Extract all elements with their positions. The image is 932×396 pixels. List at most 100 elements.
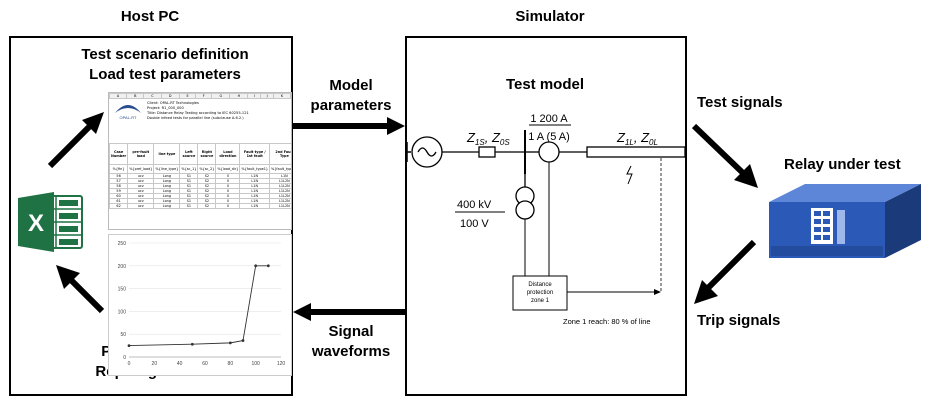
sheet-col-letter: E bbox=[178, 93, 197, 99]
sheet-cell: pre-fault load bbox=[127, 143, 155, 165]
sheet-col-letter: F bbox=[195, 93, 213, 99]
chart-point bbox=[266, 264, 270, 268]
chart-x-tick: 0 bbox=[128, 361, 131, 367]
chart-y-tick: 150 bbox=[118, 287, 127, 293]
model-text: Model bbox=[329, 77, 373, 94]
sheet-cell: %{pref_load} bbox=[127, 164, 155, 174]
sheet-title-2: Double infeed tests for parallel line (s… bbox=[147, 116, 244, 120]
model-parameters-arrow bbox=[293, 117, 405, 135]
signal-text: Signal bbox=[328, 323, 374, 340]
sheet-title: Title: Distance Relay Testing according … bbox=[147, 111, 249, 115]
chart-y-tick: 100 bbox=[118, 309, 127, 315]
source-impedance bbox=[478, 146, 496, 158]
z-source-label: Z1S, Z0S bbox=[466, 130, 510, 147]
sheet-cell: Case Number bbox=[109, 143, 129, 165]
sheet-col-letter: C bbox=[143, 93, 162, 99]
model-parameters-label: Model parameters bbox=[298, 76, 404, 116]
ct-rating-top: 1 200 A bbox=[530, 113, 568, 125]
fault-icon bbox=[626, 165, 633, 185]
chart-series-line bbox=[128, 265, 269, 347]
sheet-cell: Load direction bbox=[215, 143, 241, 165]
chart-y-tick: 250 bbox=[118, 241, 127, 247]
test-signals-arrow bbox=[691, 123, 758, 188]
sheet-cell: 62 bbox=[109, 203, 129, 209]
simulator-box bbox=[405, 36, 687, 396]
signal-waveforms-arrow bbox=[293, 303, 405, 321]
sheet-row: 57ucvLongS1S20L1NL1L2N0.010.0 % bbox=[109, 178, 291, 184]
sheet-cell: Left source bbox=[179, 143, 199, 165]
distance-protection-box bbox=[512, 275, 568, 311]
sheet-cell: %{fin} bbox=[109, 164, 129, 174]
chart-x-tick: 60 bbox=[202, 361, 208, 367]
sheet-cell: Fault type / 1st fault bbox=[239, 143, 271, 165]
sheet-col-letter: J bbox=[260, 93, 275, 99]
svg-text:X: X bbox=[28, 210, 44, 237]
sheet-col-letter: H bbox=[229, 93, 249, 99]
circuit-diagram: Z1S, Z0S 1 200 A 1 A (5 A) Z1L, Z0L 400 … bbox=[406, 113, 686, 326]
chart-x-tick: 40 bbox=[177, 361, 183, 367]
sheet-row: 61ucvLongS1S20L1NL1L2N0.0570.0 % bbox=[109, 198, 291, 204]
test-scenario-text: Test scenario definition bbox=[81, 46, 249, 63]
waveforms-text: waveforms bbox=[311, 343, 391, 360]
sheet-cell: Long bbox=[153, 203, 181, 209]
chart-point bbox=[127, 344, 131, 347]
sheet-cell: ucv bbox=[127, 203, 155, 209]
vt-rating-top: 400 kV bbox=[457, 199, 492, 211]
host-pc-title: Host PC bbox=[120, 8, 180, 25]
to-sheet-arrow bbox=[47, 112, 104, 169]
sheet-cell: L1L2N bbox=[269, 203, 291, 209]
sheet-cell: Right source bbox=[197, 143, 217, 165]
sheet-cell: %{load_dir} bbox=[215, 164, 241, 174]
scenario-title: Test scenario definition Load test param… bbox=[40, 45, 290, 85]
chart-y-tick: 0 bbox=[123, 355, 126, 361]
sheet-row: 56ucvLongS1S20L1NL1N0.010.0 % bbox=[109, 173, 291, 179]
sheet-cell: S1 bbox=[179, 203, 199, 209]
relay-box-line3: zone 1 bbox=[531, 298, 550, 304]
sheet-row: %{fin}%{pref_load}%{line_type}%{sc_1}%{s… bbox=[109, 164, 291, 174]
spreadsheet-preview: OPAL-RT Client: OPAL-RT Technologies Pro… bbox=[108, 92, 292, 230]
simulator-title: Simulator bbox=[515, 8, 585, 25]
test-model-title: Test model bbox=[505, 76, 585, 93]
svg-text:OPAL-RT: OPAL-RT bbox=[120, 115, 138, 120]
sheet-col-letter: D bbox=[160, 93, 180, 99]
to-excel-arrow bbox=[56, 265, 105, 314]
chart-y-tick: 200 bbox=[118, 264, 127, 270]
ac-source-icon bbox=[411, 136, 443, 168]
chart-point bbox=[254, 264, 258, 268]
load-params-text: Load test parameters bbox=[89, 66, 241, 83]
chart-point bbox=[190, 342, 194, 346]
sheet-cell: line type bbox=[153, 143, 181, 165]
excel-icon: X bbox=[18, 192, 83, 252]
sheet-cell: S2 bbox=[197, 203, 217, 209]
chart-point bbox=[241, 339, 245, 342]
sheet-header-text: Client: OPAL-RT Technologies Project: R1… bbox=[147, 101, 287, 121]
opal-rt-logo: OPAL-RT bbox=[115, 105, 141, 120]
protected-line bbox=[586, 146, 686, 158]
parameters-text: parameters bbox=[310, 97, 392, 114]
sheet-cell: %{sc_1} bbox=[179, 164, 199, 174]
relay-device-icon bbox=[769, 184, 921, 258]
chart-x-tick: 80 bbox=[228, 361, 234, 367]
sheet-cell: %{sc_2} bbox=[197, 164, 217, 174]
sheet-col-letter: I bbox=[247, 93, 262, 99]
chart-x-tick: 120 bbox=[277, 361, 286, 367]
chart-x-tick: 20 bbox=[152, 361, 158, 367]
signal-waveforms-label: Signal waveforms bbox=[298, 322, 404, 362]
sheet-project: Project: R1_000_000 bbox=[147, 106, 184, 110]
trip-signals-arrow bbox=[694, 239, 757, 304]
relay-box-line2: protection bbox=[527, 290, 553, 296]
sheet-col-letter: K bbox=[273, 93, 291, 99]
chart-point bbox=[228, 341, 232, 345]
sheet-col-letter: A bbox=[109, 93, 128, 99]
ct-rating-bottom: 1 A (5 A) bbox=[528, 131, 570, 143]
z-line-label: Z1L, Z0L bbox=[616, 130, 658, 147]
chart-y-tick: 50 bbox=[120, 332, 126, 338]
sheet-client: Client: OPAL-RT Technologies bbox=[147, 101, 199, 105]
trip-signals-label: Trip signals bbox=[697, 312, 781, 329]
sheet-cell: %{fault_type2} bbox=[269, 164, 291, 174]
